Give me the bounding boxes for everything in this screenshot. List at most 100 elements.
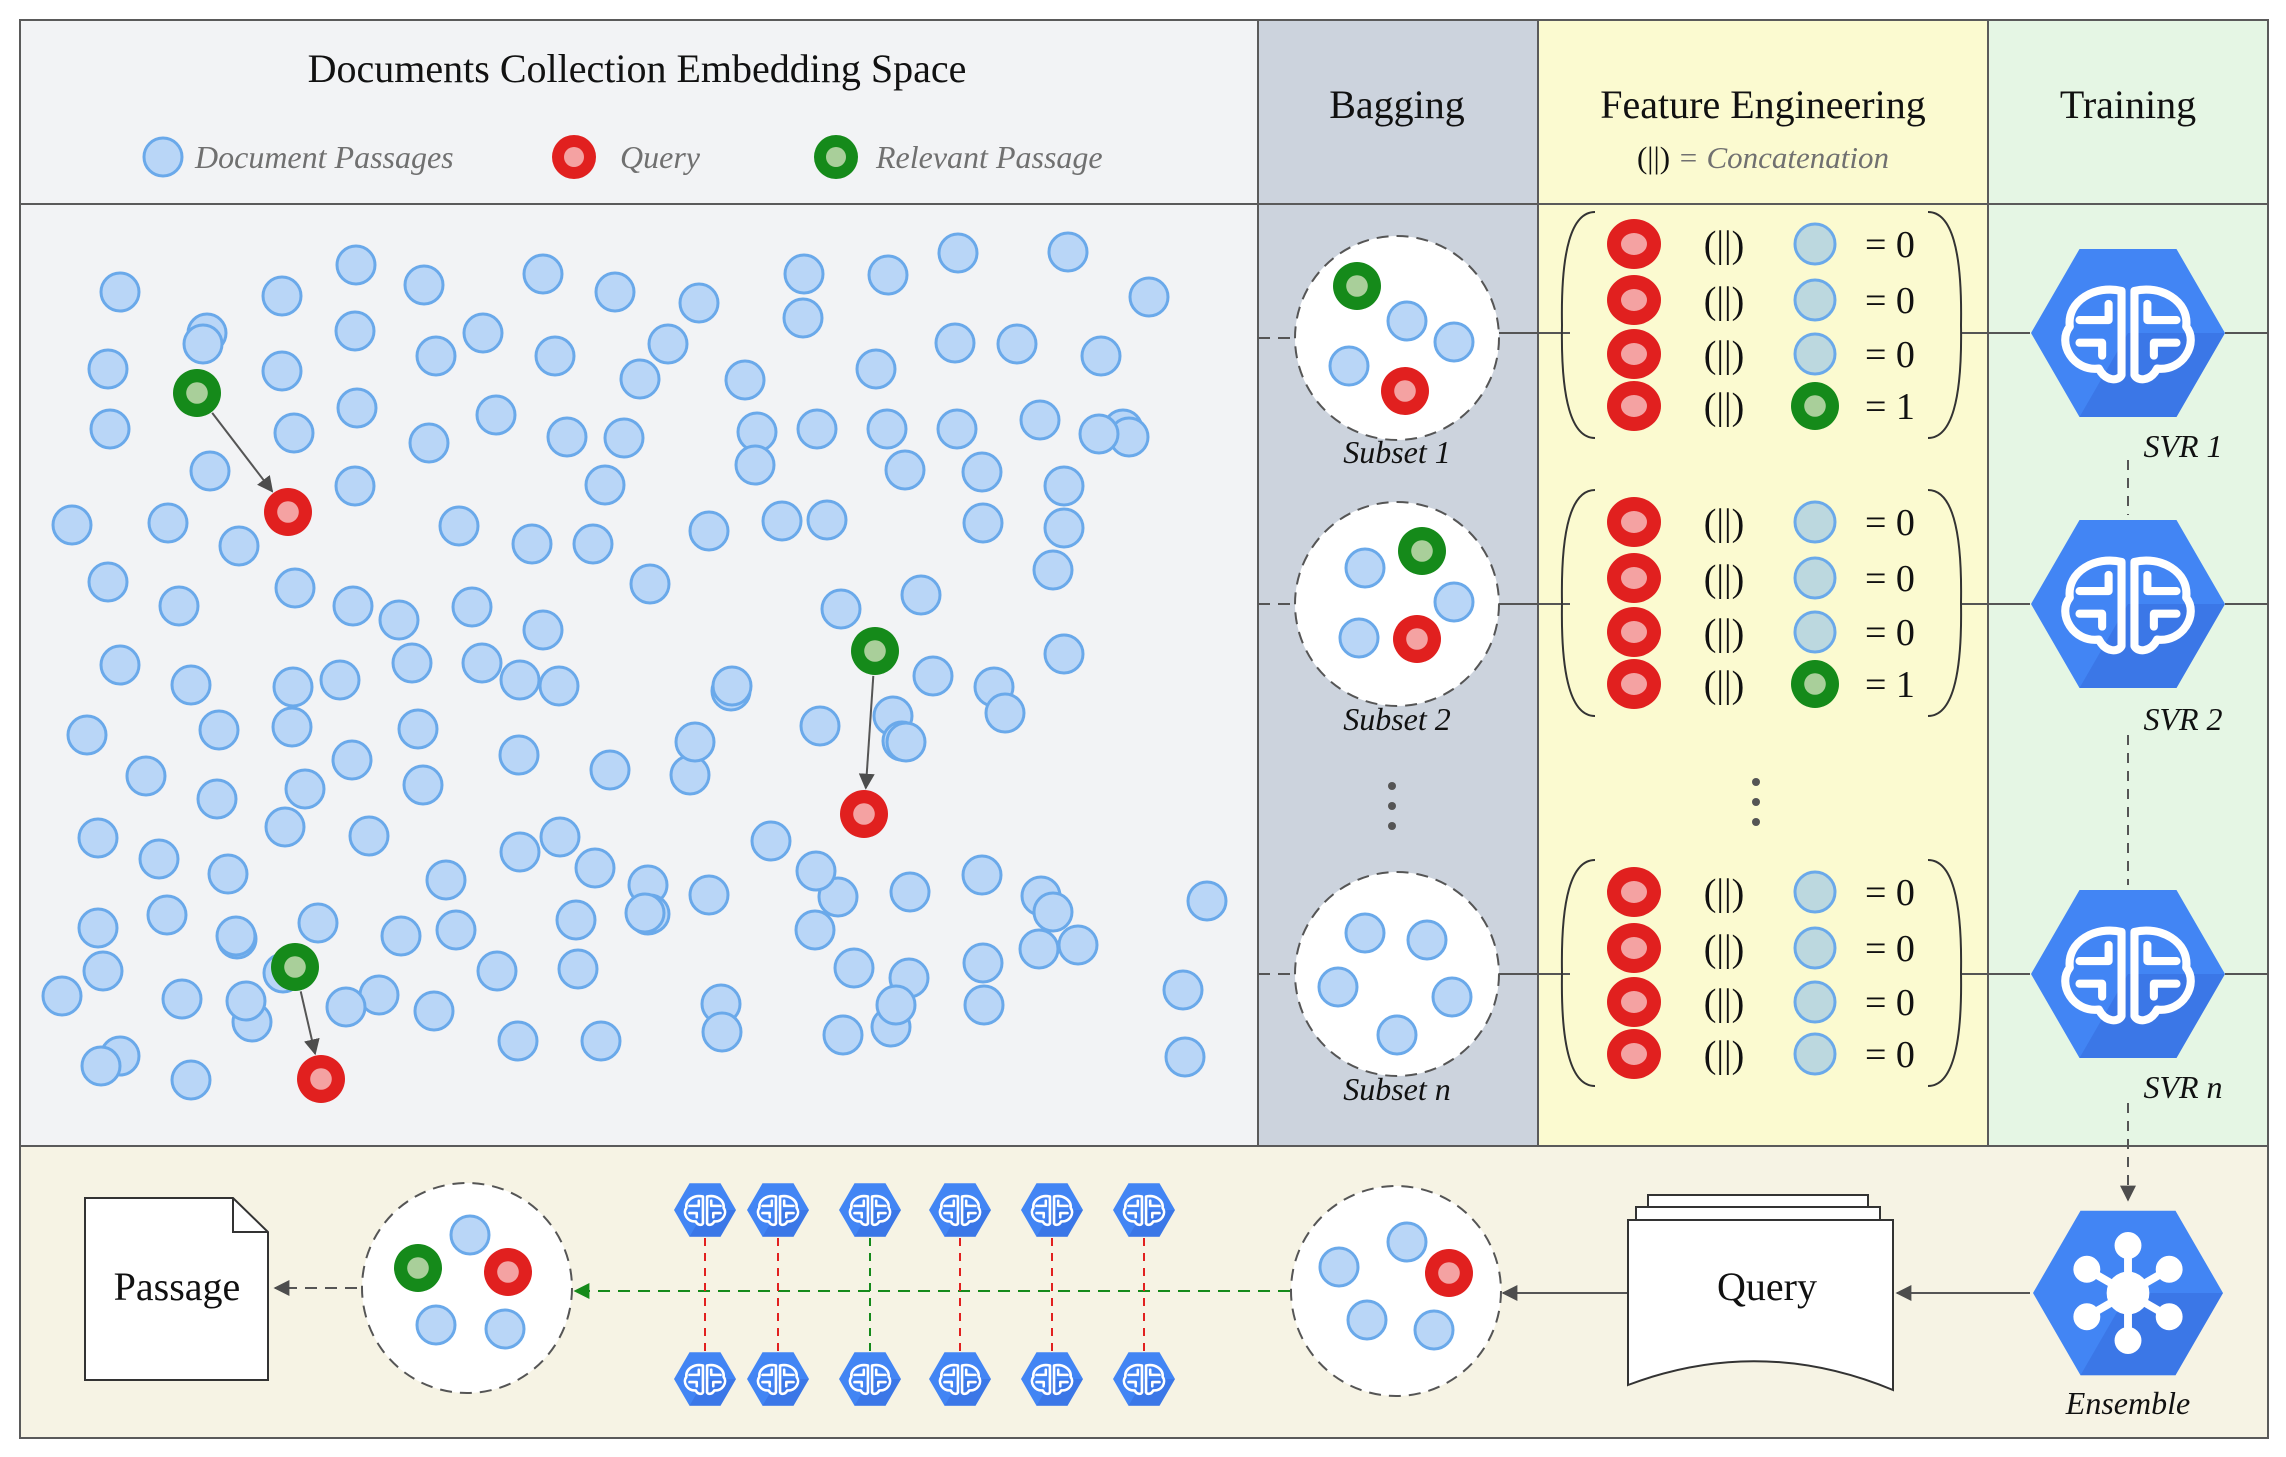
bracket-right	[1927, 211, 1963, 439]
document-passage	[272, 666, 314, 708]
headers: Documents Collection Embedding Space Bag…	[308, 46, 2197, 175]
relevant-passage	[851, 627, 899, 675]
document-passage	[875, 984, 917, 1026]
concat-symbol: (||)	[1704, 224, 1745, 266]
relevance-arrow	[299, 991, 320, 1056]
feature-engineering: (||)= 0(||)= 0(||)= 0(||)= 1(||)= 0(||)=…	[1560, 211, 1963, 1087]
legend-query-label: Query	[620, 139, 701, 175]
document-passage	[522, 253, 564, 295]
mini-svr-icon	[1021, 1352, 1083, 1406]
concatenation-legend: (||) = Concatenation	[1637, 140, 1889, 175]
training-title: Training	[2060, 82, 2196, 127]
document-passage	[77, 907, 119, 949]
document-passage	[1018, 928, 1060, 970]
document-passage	[77, 817, 119, 859]
document-passage	[539, 816, 581, 858]
document-passage	[1128, 276, 1170, 318]
document-passage	[534, 335, 576, 377]
document-passage	[934, 322, 976, 364]
document-passage	[498, 734, 540, 776]
document-passage	[961, 451, 1003, 493]
feature-doc-marker	[1793, 926, 1837, 970]
subsetn-doc	[1317, 966, 1359, 1008]
document-passage	[499, 831, 541, 873]
document-passage	[817, 876, 859, 918]
document-passage	[335, 244, 377, 286]
feature-doc-marker	[1793, 1032, 1837, 1076]
feature-query-marker	[1607, 659, 1661, 709]
document-passage	[334, 310, 376, 352]
feature-doc-marker	[1793, 500, 1837, 544]
document-passage	[619, 358, 661, 400]
document-passage	[87, 348, 129, 390]
inference-pipeline: Query Passage Ensemble	[84, 1182, 2223, 1421]
subset2-doc	[1433, 581, 1475, 623]
document-passage	[462, 312, 504, 354]
subset1-doc	[1328, 345, 1370, 387]
svr-label-1: SVR 1	[2143, 428, 2222, 464]
embedding-space-title: Documents Collection Embedding Space	[308, 46, 967, 91]
document-passage	[962, 502, 1004, 544]
subsetn-doc	[1406, 919, 1448, 961]
feature-engineering-title: Feature Engineering	[1600, 82, 1925, 127]
feature-query-marker	[1607, 867, 1661, 917]
document-passage	[1019, 399, 1061, 441]
document-passage	[724, 359, 766, 401]
subset2-relevant	[1398, 527, 1446, 575]
feature-ellipsis	[1752, 778, 1760, 826]
brain-icon	[683, 1363, 727, 1396]
brain-icon	[848, 1363, 892, 1396]
document-passage	[557, 948, 599, 990]
document-passage	[961, 854, 1003, 896]
svr-label-2: SVR 2	[2143, 701, 2222, 737]
document-passage	[170, 664, 212, 706]
feature-doc-marker	[1793, 870, 1837, 914]
document-passage	[1047, 231, 1089, 273]
svr-1-model-icon	[2031, 249, 2225, 417]
mini-svr-icon	[674, 1183, 736, 1237]
document-passage	[161, 978, 203, 1020]
document-passage	[799, 705, 841, 747]
document-passage	[1032, 549, 1074, 591]
document-passage	[594, 271, 636, 313]
document-passage	[936, 408, 978, 450]
embedding-header-panel	[20, 20, 1258, 204]
subset-label-n: Subset n	[1343, 1071, 1451, 1107]
passage-document: Passage	[84, 1197, 269, 1381]
document-passage	[125, 755, 167, 797]
document-passage	[435, 909, 477, 951]
document-passage	[984, 692, 1026, 734]
feature-target-label: = 0	[1865, 1034, 1915, 1076]
document-passage	[380, 915, 422, 957]
concat-symbol: (||)	[1704, 334, 1745, 376]
relevance-arrow	[858, 675, 875, 790]
concat-symbol: (||)	[1704, 558, 1745, 600]
subsetn-doc	[1376, 1014, 1418, 1056]
document-passage	[397, 708, 439, 750]
feature-doc-marker	[1793, 222, 1837, 266]
document-passage	[475, 394, 517, 436]
svr-n-model-icon	[2031, 890, 2225, 1058]
mini-svr-icon	[1021, 1183, 1083, 1237]
document-passage	[336, 387, 378, 429]
document-passage	[451, 586, 493, 628]
document-passage	[1078, 413, 1120, 455]
document-passage	[761, 500, 803, 542]
brain-icon	[1122, 1363, 1166, 1396]
brain-icon	[1030, 1363, 1074, 1396]
query-subset-doc	[1386, 1221, 1428, 1263]
document-passage	[711, 665, 753, 707]
bagging-ellipsis	[1388, 782, 1396, 830]
document-passage	[51, 504, 93, 546]
document-passage	[182, 323, 224, 365]
result-subset-doc	[415, 1304, 457, 1346]
ensemble-label: Ensemble	[2065, 1385, 2190, 1421]
brain-icon	[1122, 1194, 1166, 1227]
document-passage	[99, 644, 141, 686]
document-passage	[538, 665, 580, 707]
document-passage	[866, 408, 908, 450]
document-passage	[334, 465, 376, 507]
feature-target-label: = 0	[1865, 872, 1915, 914]
document-passage	[99, 271, 141, 313]
training-connectors	[1962, 332, 2268, 1202]
